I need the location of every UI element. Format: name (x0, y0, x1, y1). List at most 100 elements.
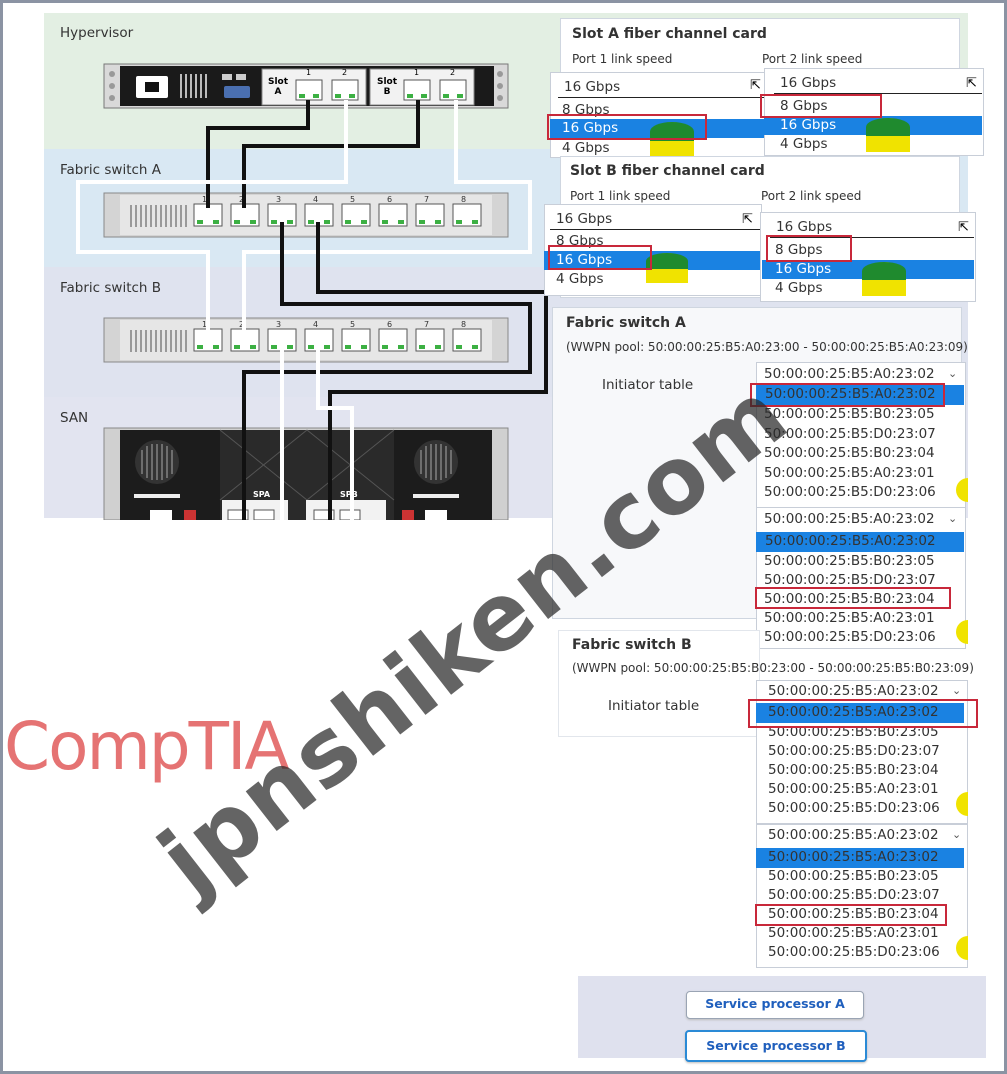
switch-port-number: 3 (276, 320, 281, 329)
fabric-b-dd2-option[interactable]: 50:00:00:25:B5:D0:23:07 (768, 887, 940, 903)
san-chassis (103, 427, 509, 520)
fabric-b-dd1-option[interactable]: 50:00:00:25:B5:A0:23:01 (768, 781, 939, 797)
port-led (435, 345, 441, 349)
fabric-a-pool: (WWPN pool: 50:00:00:25:B5:A0:23:00 - 50… (566, 340, 968, 354)
answer-highlight (548, 245, 652, 270)
slot-b-port1-option[interactable]: 4 Gbps (556, 271, 604, 287)
chevron-down-icon[interactable]: ⌄ (952, 828, 962, 841)
fabric-b-dd1-option[interactable]: 50:00:00:25:B5:B0:23:05 (768, 724, 939, 740)
fabric-b-panel (558, 630, 760, 737)
fabric-b-dd1-option[interactable]: 50:00:00:25:B5:D0:23:07 (768, 743, 940, 759)
switch-port-number: 6 (387, 320, 392, 329)
service-processor-a-button[interactable]: Service processor A (686, 991, 864, 1019)
switch-port-number: 2 (239, 195, 244, 204)
touch-indicator-icon (956, 936, 968, 960)
slot-a-port2-select[interactable]: 16 Gbps (774, 72, 982, 94)
port-led (435, 220, 441, 224)
fabric-a-dd1-option[interactable]: 50:00:00:25:B5:D0:23:07 (764, 426, 936, 442)
answer-highlight (755, 587, 951, 609)
chevron-down-icon[interactable]: ⌄ (948, 367, 958, 380)
answer-highlight (750, 383, 945, 407)
fabric-b-label: Fabric switch B (60, 280, 162, 296)
fabric-b-dd2-option[interactable]: 50:00:00:25:B5:A0:23:01 (768, 925, 939, 941)
fabric-a-dd2-option[interactable]: 50:00:00:25:B5:A0:23:02 (756, 532, 964, 552)
port-led (345, 345, 351, 349)
fabric-a-initiator-label: Initiator table (602, 377, 694, 393)
fabric-a-dd1-option[interactable]: 50:00:00:25:B5:D0:23:06 (764, 484, 936, 500)
switch-port-number: 6 (387, 195, 392, 204)
port-led (308, 345, 314, 349)
fabric-a-dd2-option[interactable]: 50:00:00:25:B5:B0:23:04 (764, 591, 935, 607)
fabric-a-initiator-dropdown-2[interactable] (756, 507, 966, 649)
port-led (419, 220, 425, 224)
fabric-a-dd1-option[interactable]: 50:00:00:25:B5:B0:23:05 (764, 406, 935, 422)
fabric-b-dd1-option[interactable]: 50:00:00:25:B5:A0:23:02 (756, 703, 964, 723)
slot-a-port2-option[interactable]: 8 Gbps (780, 98, 828, 114)
fabric-b-dd1-selected[interactable]: 50:00:00:25:B5:A0:23:02 (768, 683, 939, 699)
slot-b-title: Slot B fiber channel card (570, 163, 765, 179)
switch-port-number: 1 (202, 195, 207, 204)
fabric-b-pool: (WWPN pool: 50:00:00:25:B5:B0:23:00 - 50… (572, 661, 974, 675)
fabric-b-dd2-option[interactable]: 50:00:00:25:B5:B0:23:05 (768, 868, 939, 884)
fabric-b-initiator-label: Initiator table (608, 698, 700, 714)
cursor-icon: ⇱ (966, 76, 977, 91)
chevron-down-icon[interactable]: ⌄ (952, 684, 962, 697)
comptia-logo: CompTIA (4, 708, 290, 785)
port-led (197, 220, 203, 224)
port-led (419, 345, 425, 349)
chevron-down-icon[interactable]: ⌄ (948, 512, 958, 525)
switch-port-number: 5 (350, 320, 355, 329)
fabric-b-dd2-selected[interactable]: 50:00:00:25:B5:A0:23:02 (768, 827, 939, 843)
slot-b-port1-num: 1 (414, 68, 420, 77)
fabric-a-dd1-option[interactable]: 50:00:00:25:B5:A0:23:02 (756, 385, 964, 405)
service-processor-b-button[interactable]: Service processor B (685, 1030, 867, 1062)
fabric-b-dd2-option[interactable]: 50:00:00:25:B5:B0:23:04 (768, 906, 939, 922)
fabric-a-dd2-option[interactable]: 50:00:00:25:B5:B0:23:05 (764, 553, 935, 569)
fabric-b-dd1-option[interactable]: 50:00:00:25:B5:B0:23:04 (768, 762, 939, 778)
fabric-a-dd1-option[interactable]: 50:00:00:25:B5:A0:23:01 (764, 465, 935, 481)
touch-indicator-icon (956, 792, 968, 816)
slot-b-port1-select[interactable]: 16 Gbps (550, 208, 760, 230)
port-led (197, 345, 203, 349)
touch-indicator-icon (862, 262, 906, 280)
fabric-b-dd1-option[interactable]: 50:00:00:25:B5:D0:23:06 (768, 800, 940, 816)
slot-b-port1-label: Port 1 link speed (570, 189, 671, 203)
slot-b-port2-option[interactable]: 4 Gbps (775, 280, 823, 296)
fabric-a-dd1-selected[interactable]: 50:00:00:25:B5:A0:23:02 (764, 366, 935, 382)
fabric-b-dd2-option[interactable]: 50:00:00:25:B5:A0:23:02 (756, 848, 964, 868)
port-led (382, 345, 388, 349)
touch-indicator-icon (956, 478, 968, 502)
vga-port-icon (224, 86, 250, 98)
answer-highlight (547, 114, 707, 140)
fabric-a-dd2-option[interactable]: 50:00:00:25:B5:D0:23:07 (764, 572, 936, 588)
switch-port-number: 4 (313, 320, 318, 329)
port-led (398, 345, 404, 349)
fabric-a-title: Fabric switch A (566, 315, 686, 331)
slot-b-port2-option[interactable]: 8 Gbps (775, 242, 823, 258)
fabric-a-dd2-selected[interactable]: 50:00:00:25:B5:A0:23:02 (764, 511, 935, 527)
answer-highlight (760, 94, 882, 118)
switch-port-number: 5 (350, 195, 355, 204)
port-led (271, 345, 277, 349)
slot-b-port2-label: Port 2 link speed (761, 189, 862, 203)
fabric-a-dd2-option[interactable]: 50:00:00:25:B5:D0:23:06 (764, 629, 936, 645)
fabric-a-dd1-option[interactable]: 50:00:00:25:B5:B0:23:04 (764, 445, 935, 461)
touch-indicator-icon (866, 118, 910, 136)
slot-a-port2-option[interactable]: 4 Gbps (780, 136, 828, 152)
port-led (324, 220, 330, 224)
touch-indicator-icon (956, 620, 968, 644)
switch-port-number: 2 (239, 320, 244, 329)
fabric-a-dd2-option[interactable]: 50:00:00:25:B5:A0:23:01 (764, 610, 935, 626)
port-led (271, 220, 277, 224)
slot-b-port2-select[interactable]: 16 Gbps (770, 216, 974, 238)
port-led (250, 220, 256, 224)
slot-a-port2-num: 2 (342, 68, 348, 77)
cursor-icon: ⇱ (958, 220, 969, 235)
slot-a-port1-option[interactable]: 4 Gbps (562, 140, 610, 156)
switch-port-number: 3 (276, 195, 281, 204)
fabric-b-dd2-option[interactable]: 50:00:00:25:B5:D0:23:06 (768, 944, 940, 960)
slot-a-port1-select[interactable]: 16 Gbps (558, 76, 766, 98)
cables (76, 100, 548, 520)
port-led (234, 345, 240, 349)
